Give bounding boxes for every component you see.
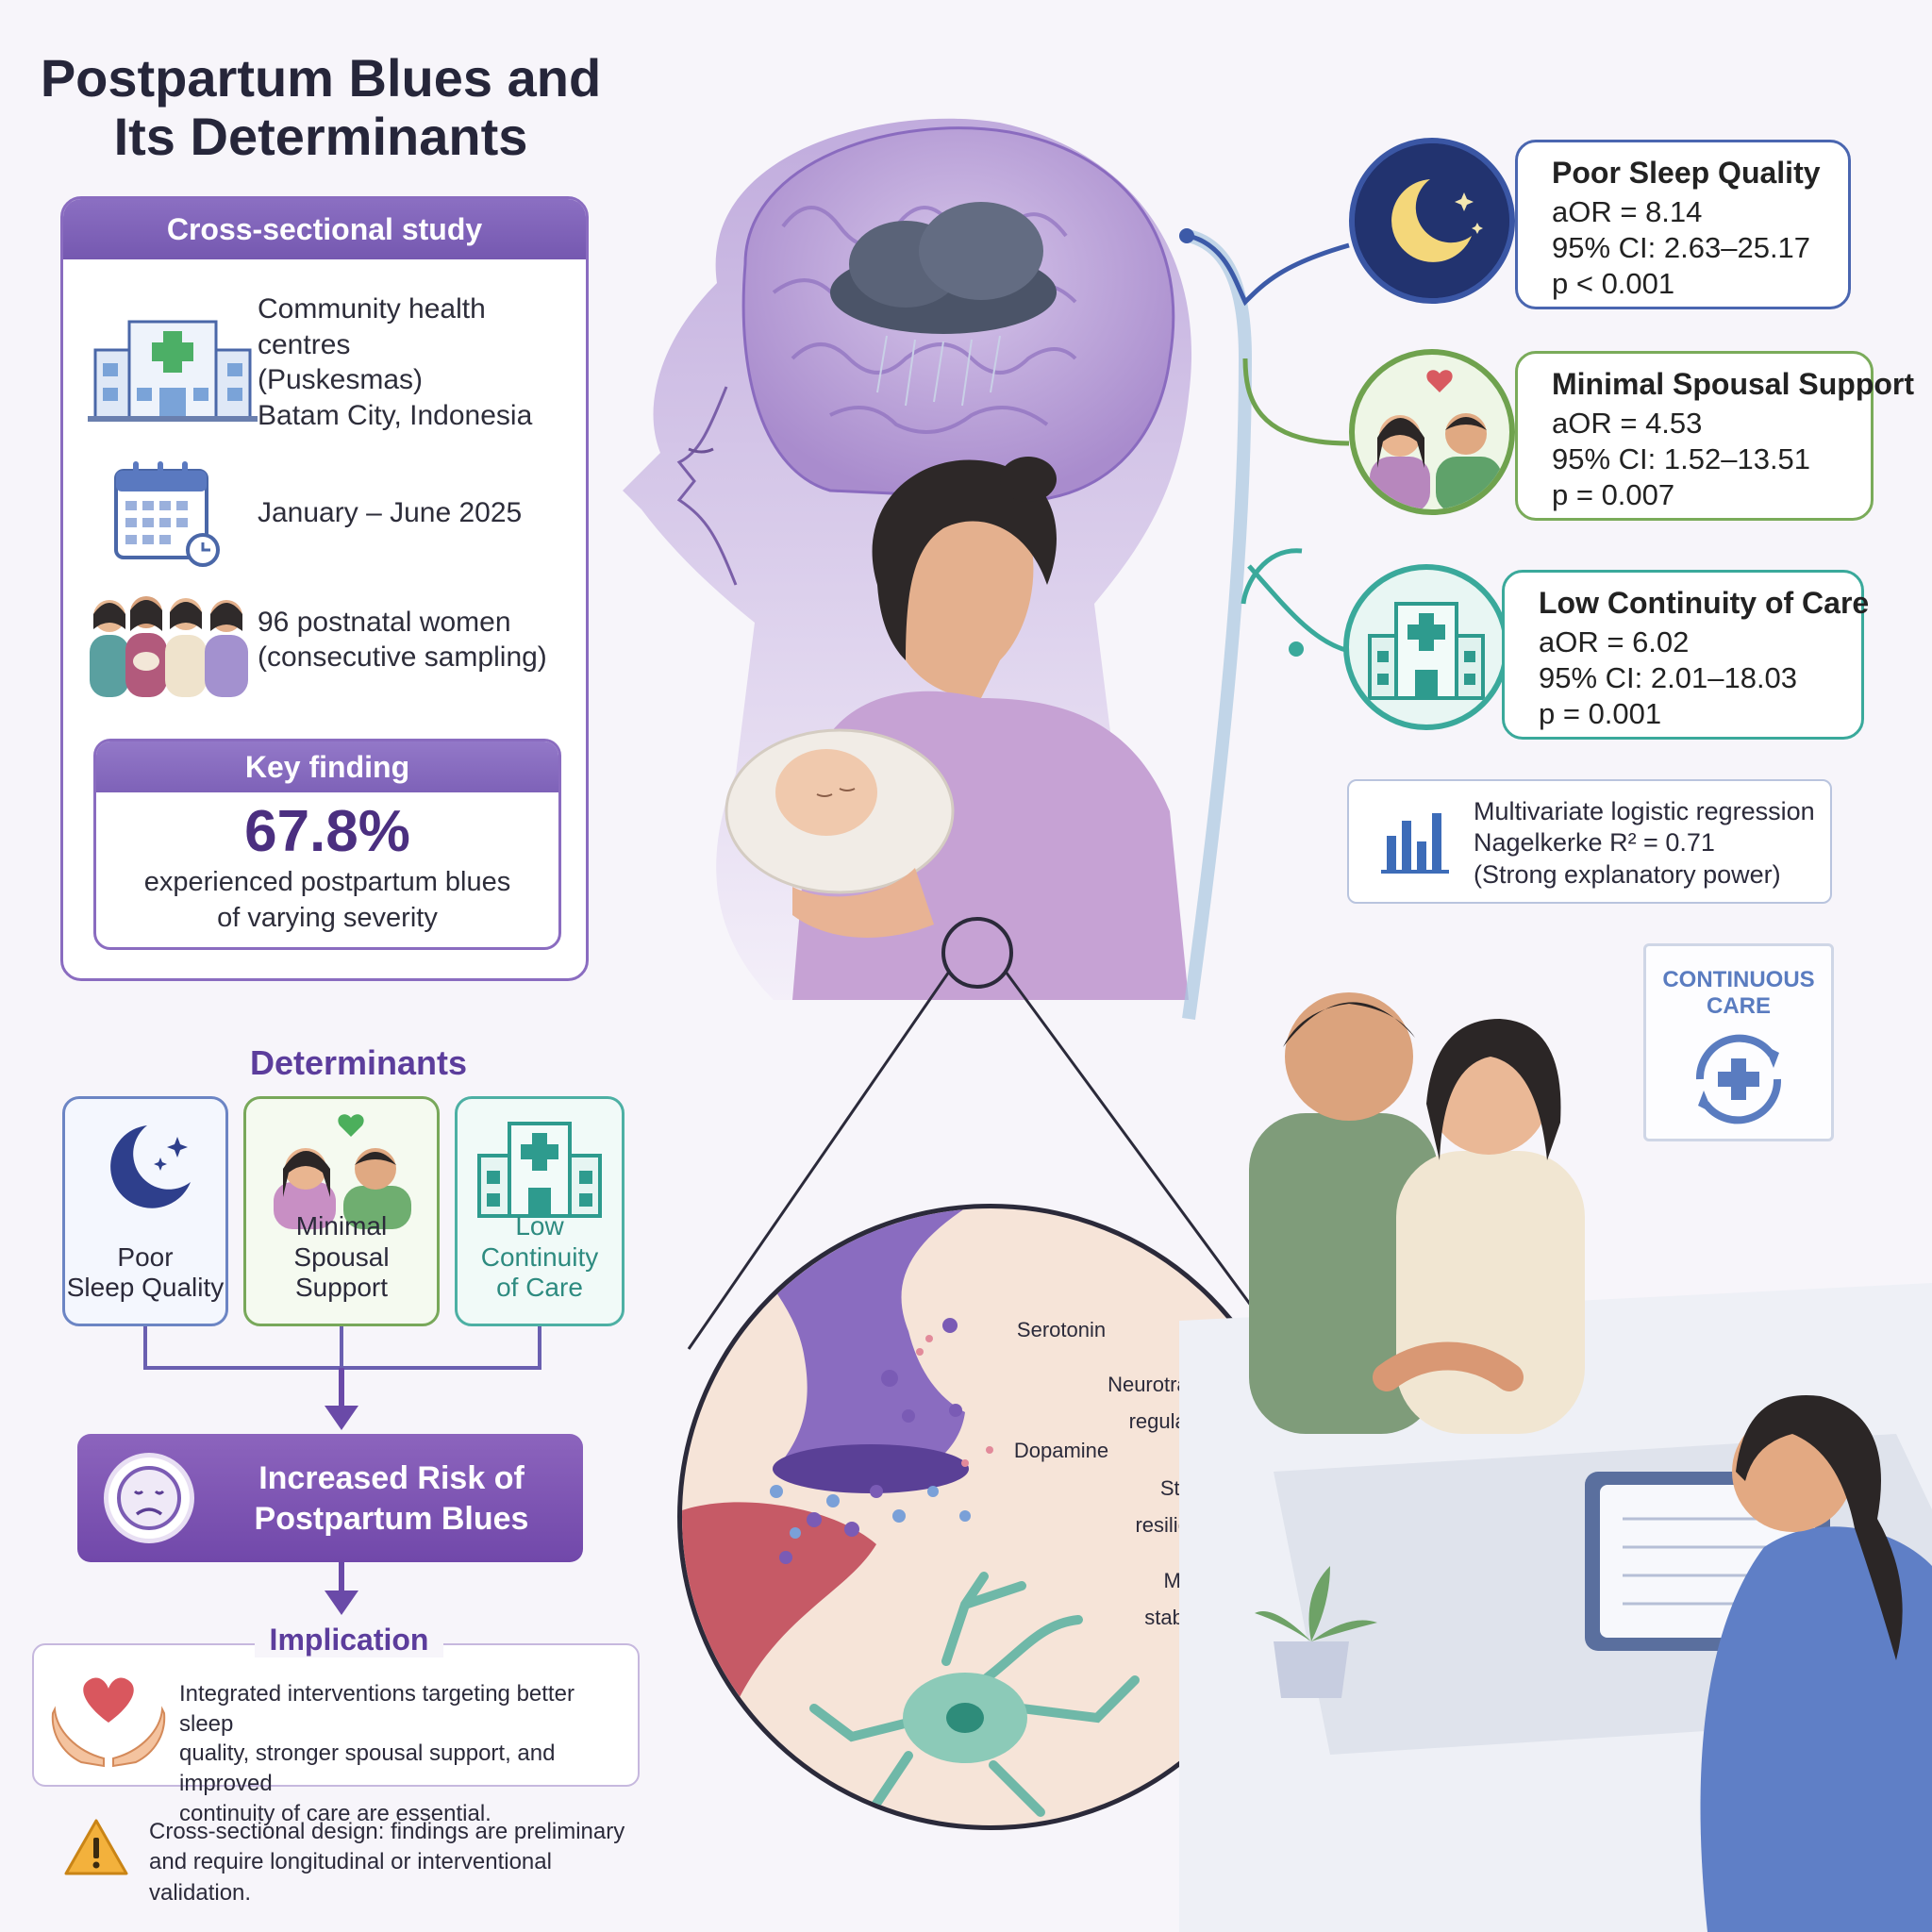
synapse-illustration — [682, 1208, 1140, 1817]
study-card: Cross-sectional study Community health c… — [60, 196, 589, 981]
study-location-row: Community health centres (Puskesmas) Bat… — [88, 291, 578, 433]
bar-chart-icon — [1381, 813, 1449, 874]
continuity-stat-icon — [1343, 564, 1509, 730]
clinic-icon — [477, 1122, 602, 1218]
determinants-header: Determinants — [249, 1043, 468, 1082]
stat-continuity-box: Low Continuity of Care aOR = 6.02 95% CI… — [1502, 570, 1869, 740]
key-finding-value: 67.8% — [244, 799, 410, 864]
continuous-care-sign: CONTINUOUS CARE — [1643, 943, 1834, 1141]
regression-box: Multivariate logistic regression Nagelke… — [1347, 779, 1832, 904]
risk-box: Increased Risk of Postpartum Blues — [77, 1434, 583, 1562]
plant-icon — [1255, 1566, 1377, 1698]
determinants-connector — [143, 1326, 541, 1615]
moon-icon — [110, 1125, 191, 1208]
key-finding-header: Key finding — [96, 741, 558, 792]
couple-heart-icon — [274, 1114, 411, 1229]
stat-sleep-box: Poor Sleep Quality aOR = 8.14 95% CI: 2.… — [1515, 140, 1851, 309]
stat-spousal-box: Minimal Spousal Support aOR = 4.53 95% C… — [1515, 351, 1914, 521]
study-header: Cross-sectional study — [63, 199, 586, 259]
hospital-icon — [88, 301, 258, 424]
implication-header: Implication — [255, 1623, 443, 1657]
sleep-stat-icon — [1349, 138, 1515, 304]
spousal-stat-icon — [1349, 349, 1515, 515]
clinic-consultation-illustration — [1179, 992, 1932, 1932]
rain-cloud-icon — [830, 202, 1057, 407]
zoom-lines — [687, 917, 1285, 1350]
key-finding-box: Key finding 67.8% experienced postpartum… — [93, 739, 561, 950]
warning-text: Cross-sectional design: findings are pre… — [149, 1819, 625, 1906]
determinant-sleep-card: Poor Sleep Quality — [62, 1096, 228, 1326]
sad-face-icon — [104, 1453, 194, 1543]
dopamine-label: Dopamine — [1013, 1439, 1109, 1462]
determinant-spousal-card: Minimal Spousal Support — [243, 1096, 440, 1326]
nerve-connectors — [1179, 228, 1350, 1020]
mother-baby-illustration — [623, 118, 1192, 1001]
care-cycle-icon — [1695, 1034, 1782, 1124]
calendar-icon — [88, 452, 258, 575]
determinant-continuity-card: Low Continuity of Care — [455, 1096, 625, 1326]
page-title: Postpartum Blues and Its Determinants — [40, 48, 602, 166]
warning-icon — [64, 1819, 128, 1875]
women-group-icon — [88, 578, 258, 701]
heart-hands-icon — [51, 1677, 166, 1768]
implication-box: Integrated interventions targeting bette… — [32, 1643, 640, 1826]
study-period-row: January – June 2025 — [88, 452, 578, 575]
serotonin-label: Serotonin — [1016, 1318, 1107, 1341]
study-sample-row: 96 postnatal women (consecutive sampling… — [88, 578, 578, 701]
